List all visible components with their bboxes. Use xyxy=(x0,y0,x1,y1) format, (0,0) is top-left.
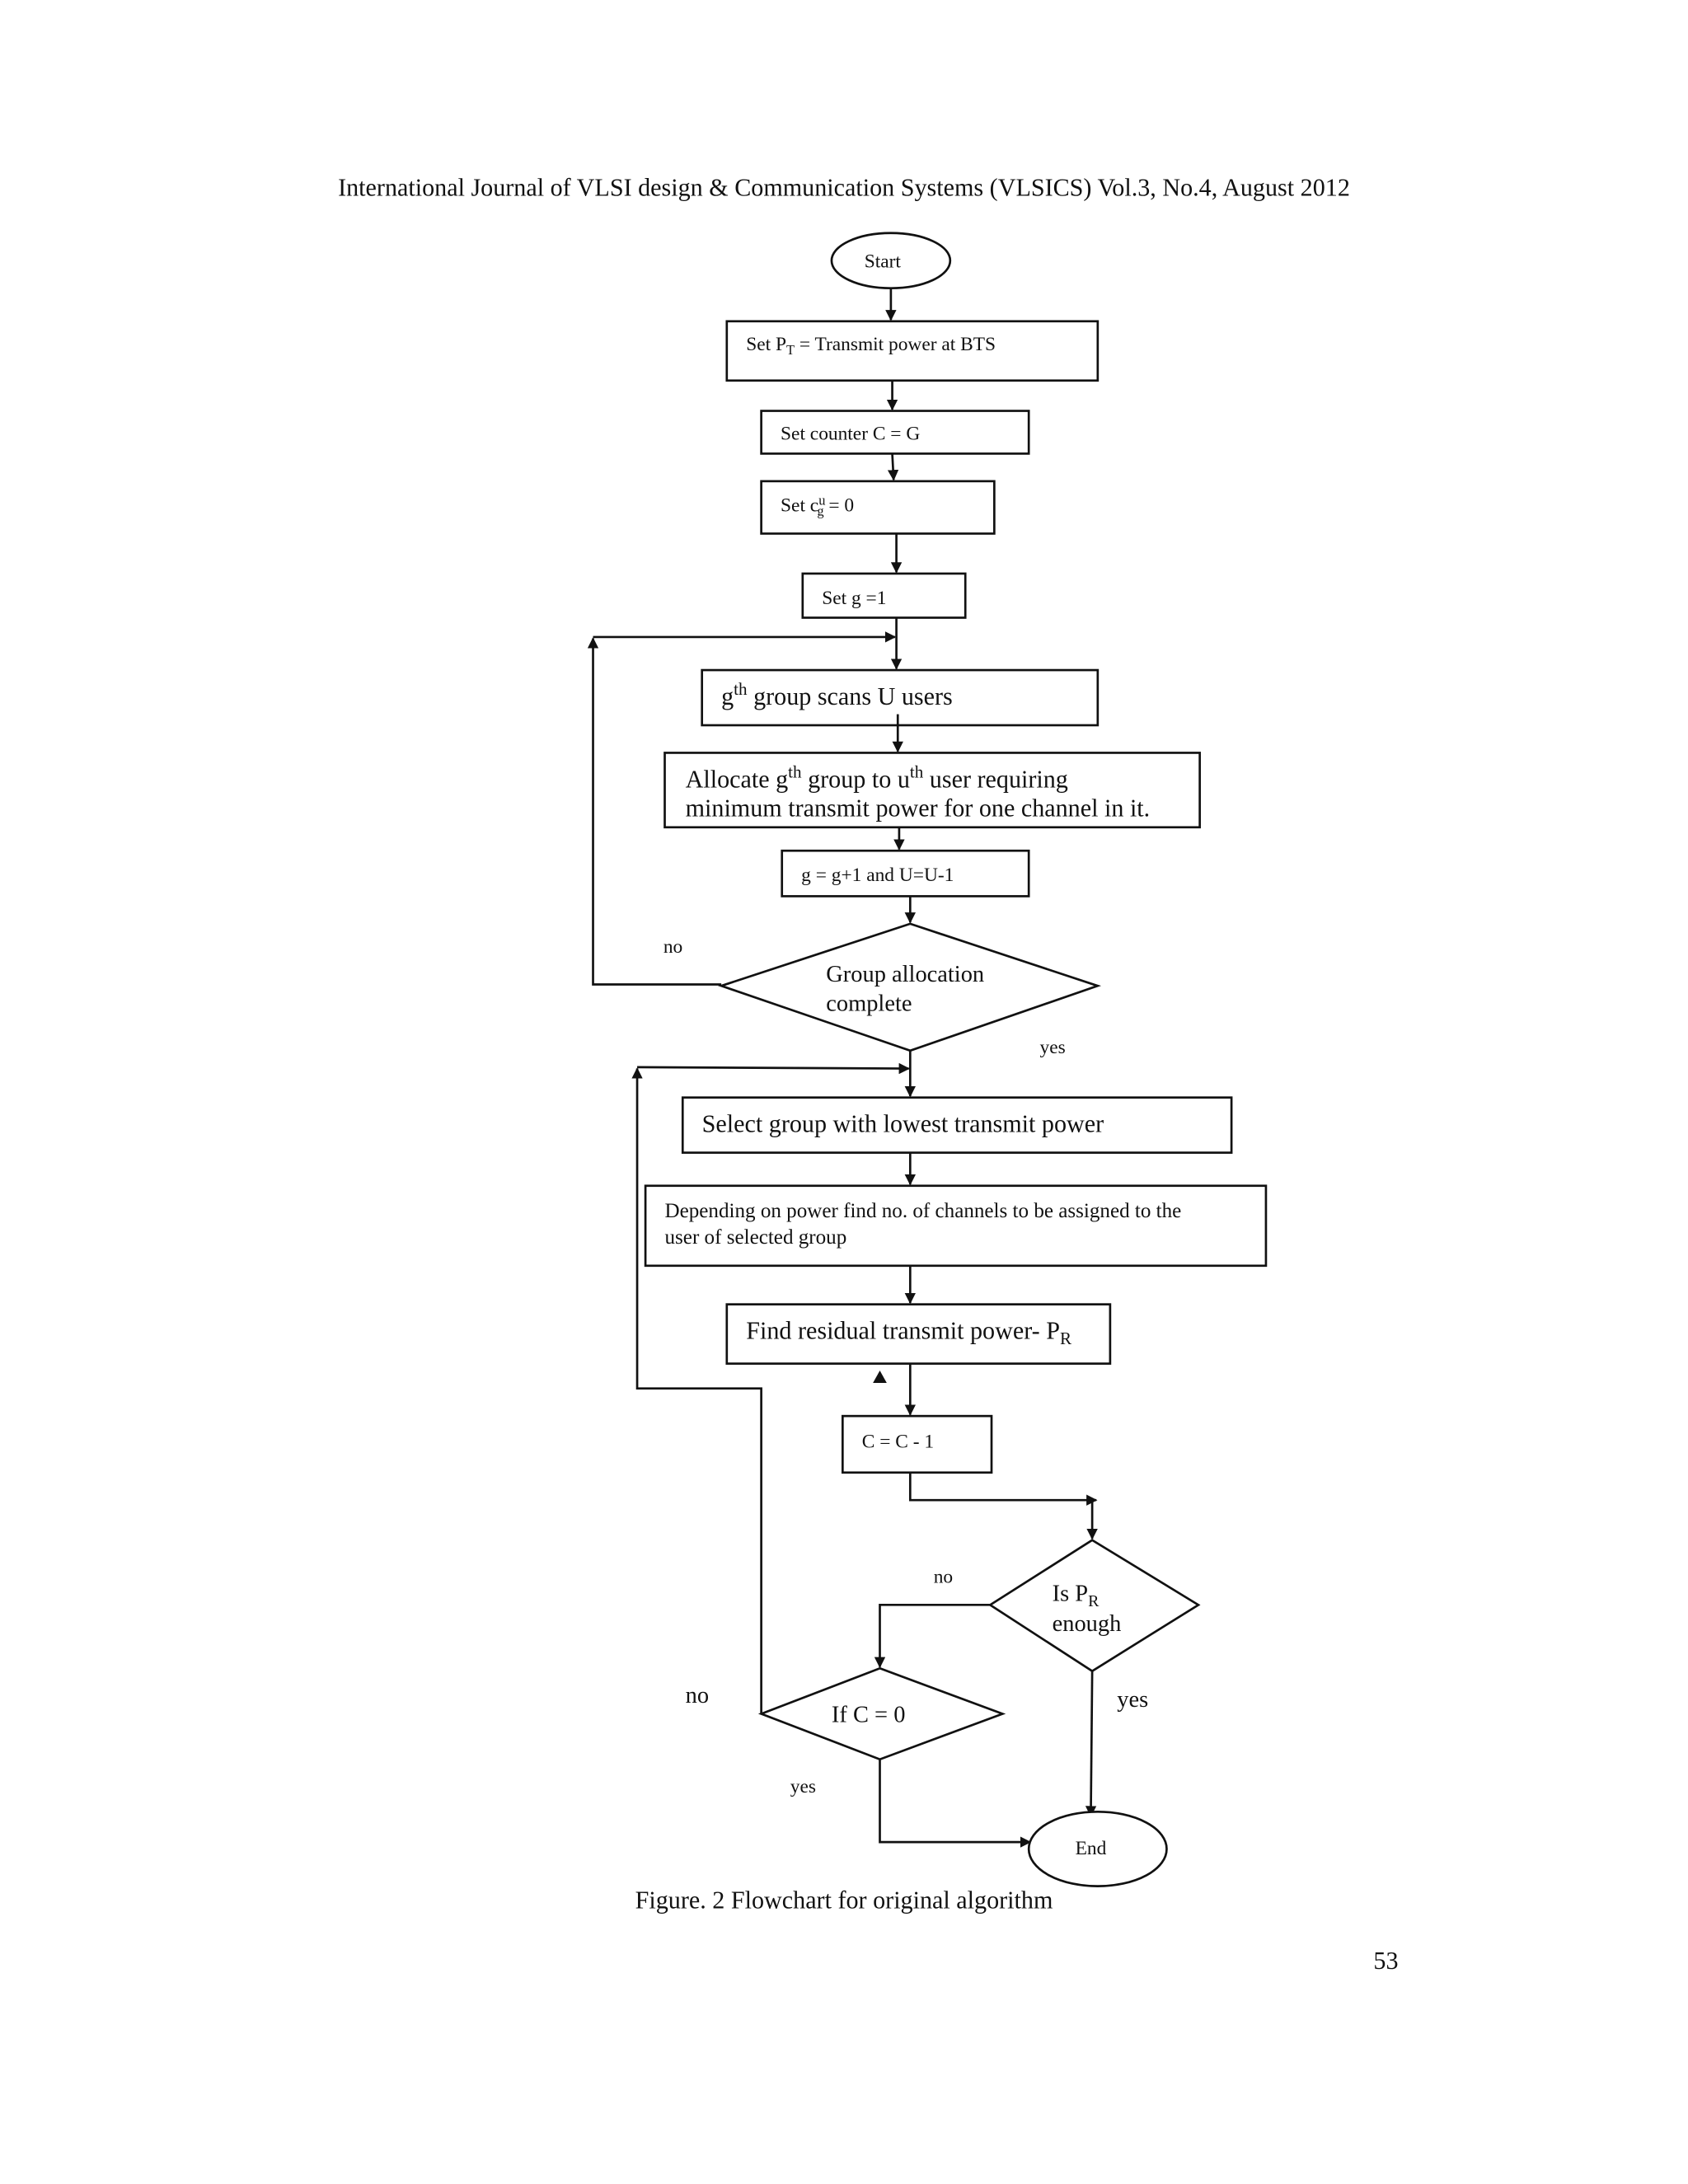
svg-text:Is PR: Is PR xyxy=(1053,1581,1100,1610)
arrow xyxy=(637,1062,910,1075)
decision-line2: enough xyxy=(1053,1611,1122,1637)
group-allocation-decision: Group allocation complete xyxy=(717,922,1102,1052)
journal-header: International Journal of VLSI design & C… xyxy=(338,174,1350,202)
start-terminal: Start xyxy=(830,232,952,289)
end-terminal: End xyxy=(1027,1810,1168,1887)
set-counter-box: Set counter C = G xyxy=(760,410,1030,455)
text: g xyxy=(721,682,734,710)
group-scans-box: gth group scans U users xyxy=(701,668,1100,727)
decrement-label: C = C - 1 xyxy=(862,1432,934,1453)
decision-line2: complete xyxy=(826,991,912,1016)
select-group-label: Select group with lowest transmit power xyxy=(702,1110,1104,1138)
superscript: th xyxy=(788,762,802,782)
no-label: no xyxy=(686,1683,709,1708)
increment-box: g = g+1 and U=U-1 xyxy=(781,849,1030,898)
arrow xyxy=(879,1759,1032,1848)
subscript: R xyxy=(1088,1592,1100,1610)
end-label: End xyxy=(1076,1838,1107,1859)
page-number: 53 xyxy=(1373,1947,1398,1975)
yes-label: yes xyxy=(1040,1037,1066,1058)
text: Set c xyxy=(781,495,818,517)
residual-power-box: Find residual transmit power- PR xyxy=(725,1303,1112,1365)
allocate-line2: minimum transmit power for one channel i… xyxy=(686,794,1151,822)
pr-enough-decision: Is PR enough xyxy=(987,1539,1201,1673)
decrement-box: C = C - 1 xyxy=(841,1414,993,1474)
arrow xyxy=(874,1604,991,1668)
loop-back-no-line xyxy=(587,637,722,986)
text: Find residual transmit power- P xyxy=(746,1316,1060,1344)
text: = Transmit power at BTS xyxy=(795,334,996,355)
select-group-box: Select group with lowest transmit power xyxy=(681,1096,1233,1154)
subscript: R xyxy=(1060,1329,1072,1348)
text: group to u xyxy=(802,765,910,793)
arrow xyxy=(1085,1671,1097,1817)
text: Is P xyxy=(1053,1581,1088,1606)
text: Set P xyxy=(746,334,786,355)
set-transmit-power-box: Set PT = Transmit power at BTS xyxy=(725,320,1100,382)
arrow xyxy=(908,1472,1098,1506)
depending-line1: Depending on power find no. of channels … xyxy=(665,1200,1182,1222)
decision-label: If C = 0 xyxy=(832,1703,906,1728)
arrow xyxy=(887,453,899,481)
text: = 0 xyxy=(824,495,855,517)
text: group scans U users xyxy=(748,682,953,710)
svg-text:gth group scans U users: gth group scans U users xyxy=(721,679,953,710)
yes-label: yes xyxy=(790,1776,816,1797)
superscript: th xyxy=(910,762,924,782)
subscript: T xyxy=(786,342,795,358)
loop-back-c-line xyxy=(631,1067,762,1714)
svg-text:Set cug = 0: Set cug = 0 xyxy=(781,492,854,518)
set-g-label: Set g =1 xyxy=(822,588,886,609)
depending-line2: user of selected group xyxy=(665,1226,847,1249)
no-label: no xyxy=(934,1567,953,1588)
text: Allocate g xyxy=(686,765,789,793)
depending-box: Depending on power find no. of channels … xyxy=(644,1184,1268,1268)
decision-line1: Group allocation xyxy=(826,962,984,987)
superscript: u xyxy=(818,492,825,508)
set-counter-label: Set counter C = G xyxy=(781,424,920,445)
yes-label: yes xyxy=(1117,1687,1148,1713)
subscript: g xyxy=(817,504,823,519)
superscript: th xyxy=(734,679,748,699)
increment-label: g = g+1 and U=U-1 xyxy=(801,865,954,886)
svg-text:Find residual transmit power-: Find residual transmit power- PR xyxy=(746,1316,1072,1348)
no-label: no xyxy=(663,936,682,958)
svg-text:Allocate gth group to uth user: Allocate gth group to uth user requiring xyxy=(686,762,1068,794)
text: user requiring xyxy=(923,765,1068,793)
set-g-box: Set g =1 xyxy=(801,572,967,619)
svg-text:Set PT = Transmit power at BTS: Set PT = Transmit power at BTS xyxy=(746,334,996,358)
start-label: Start xyxy=(865,251,902,273)
figure-caption: Figure. 2 Flowchart for original algorit… xyxy=(635,1886,1053,1914)
allocate-box: Allocate gth group to uth user requiring… xyxy=(663,752,1201,829)
c-zero-decision: If C = 0 xyxy=(757,1666,1006,1761)
stray-arrowhead-icon xyxy=(873,1370,887,1383)
